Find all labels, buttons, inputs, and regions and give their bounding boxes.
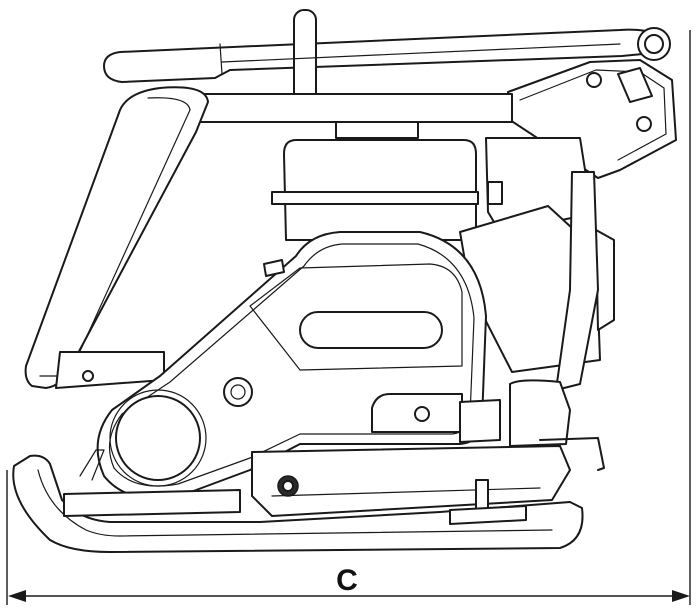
dimension-arrow-left <box>8 590 26 602</box>
exciter-housing <box>251 379 605 517</box>
belt-guard <box>96 231 487 500</box>
dimension-extension-lines <box>6 30 691 605</box>
dimension-label: C <box>336 564 358 597</box>
base-plate <box>12 449 584 553</box>
dimension-line-c <box>8 590 690 602</box>
upper-frame-beam <box>199 93 513 139</box>
front-guard-cover <box>24 86 209 389</box>
handle-pivot-bracket <box>507 27 677 179</box>
dimension-arrow-right <box>672 590 690 602</box>
handle-support-arm <box>555 171 599 391</box>
